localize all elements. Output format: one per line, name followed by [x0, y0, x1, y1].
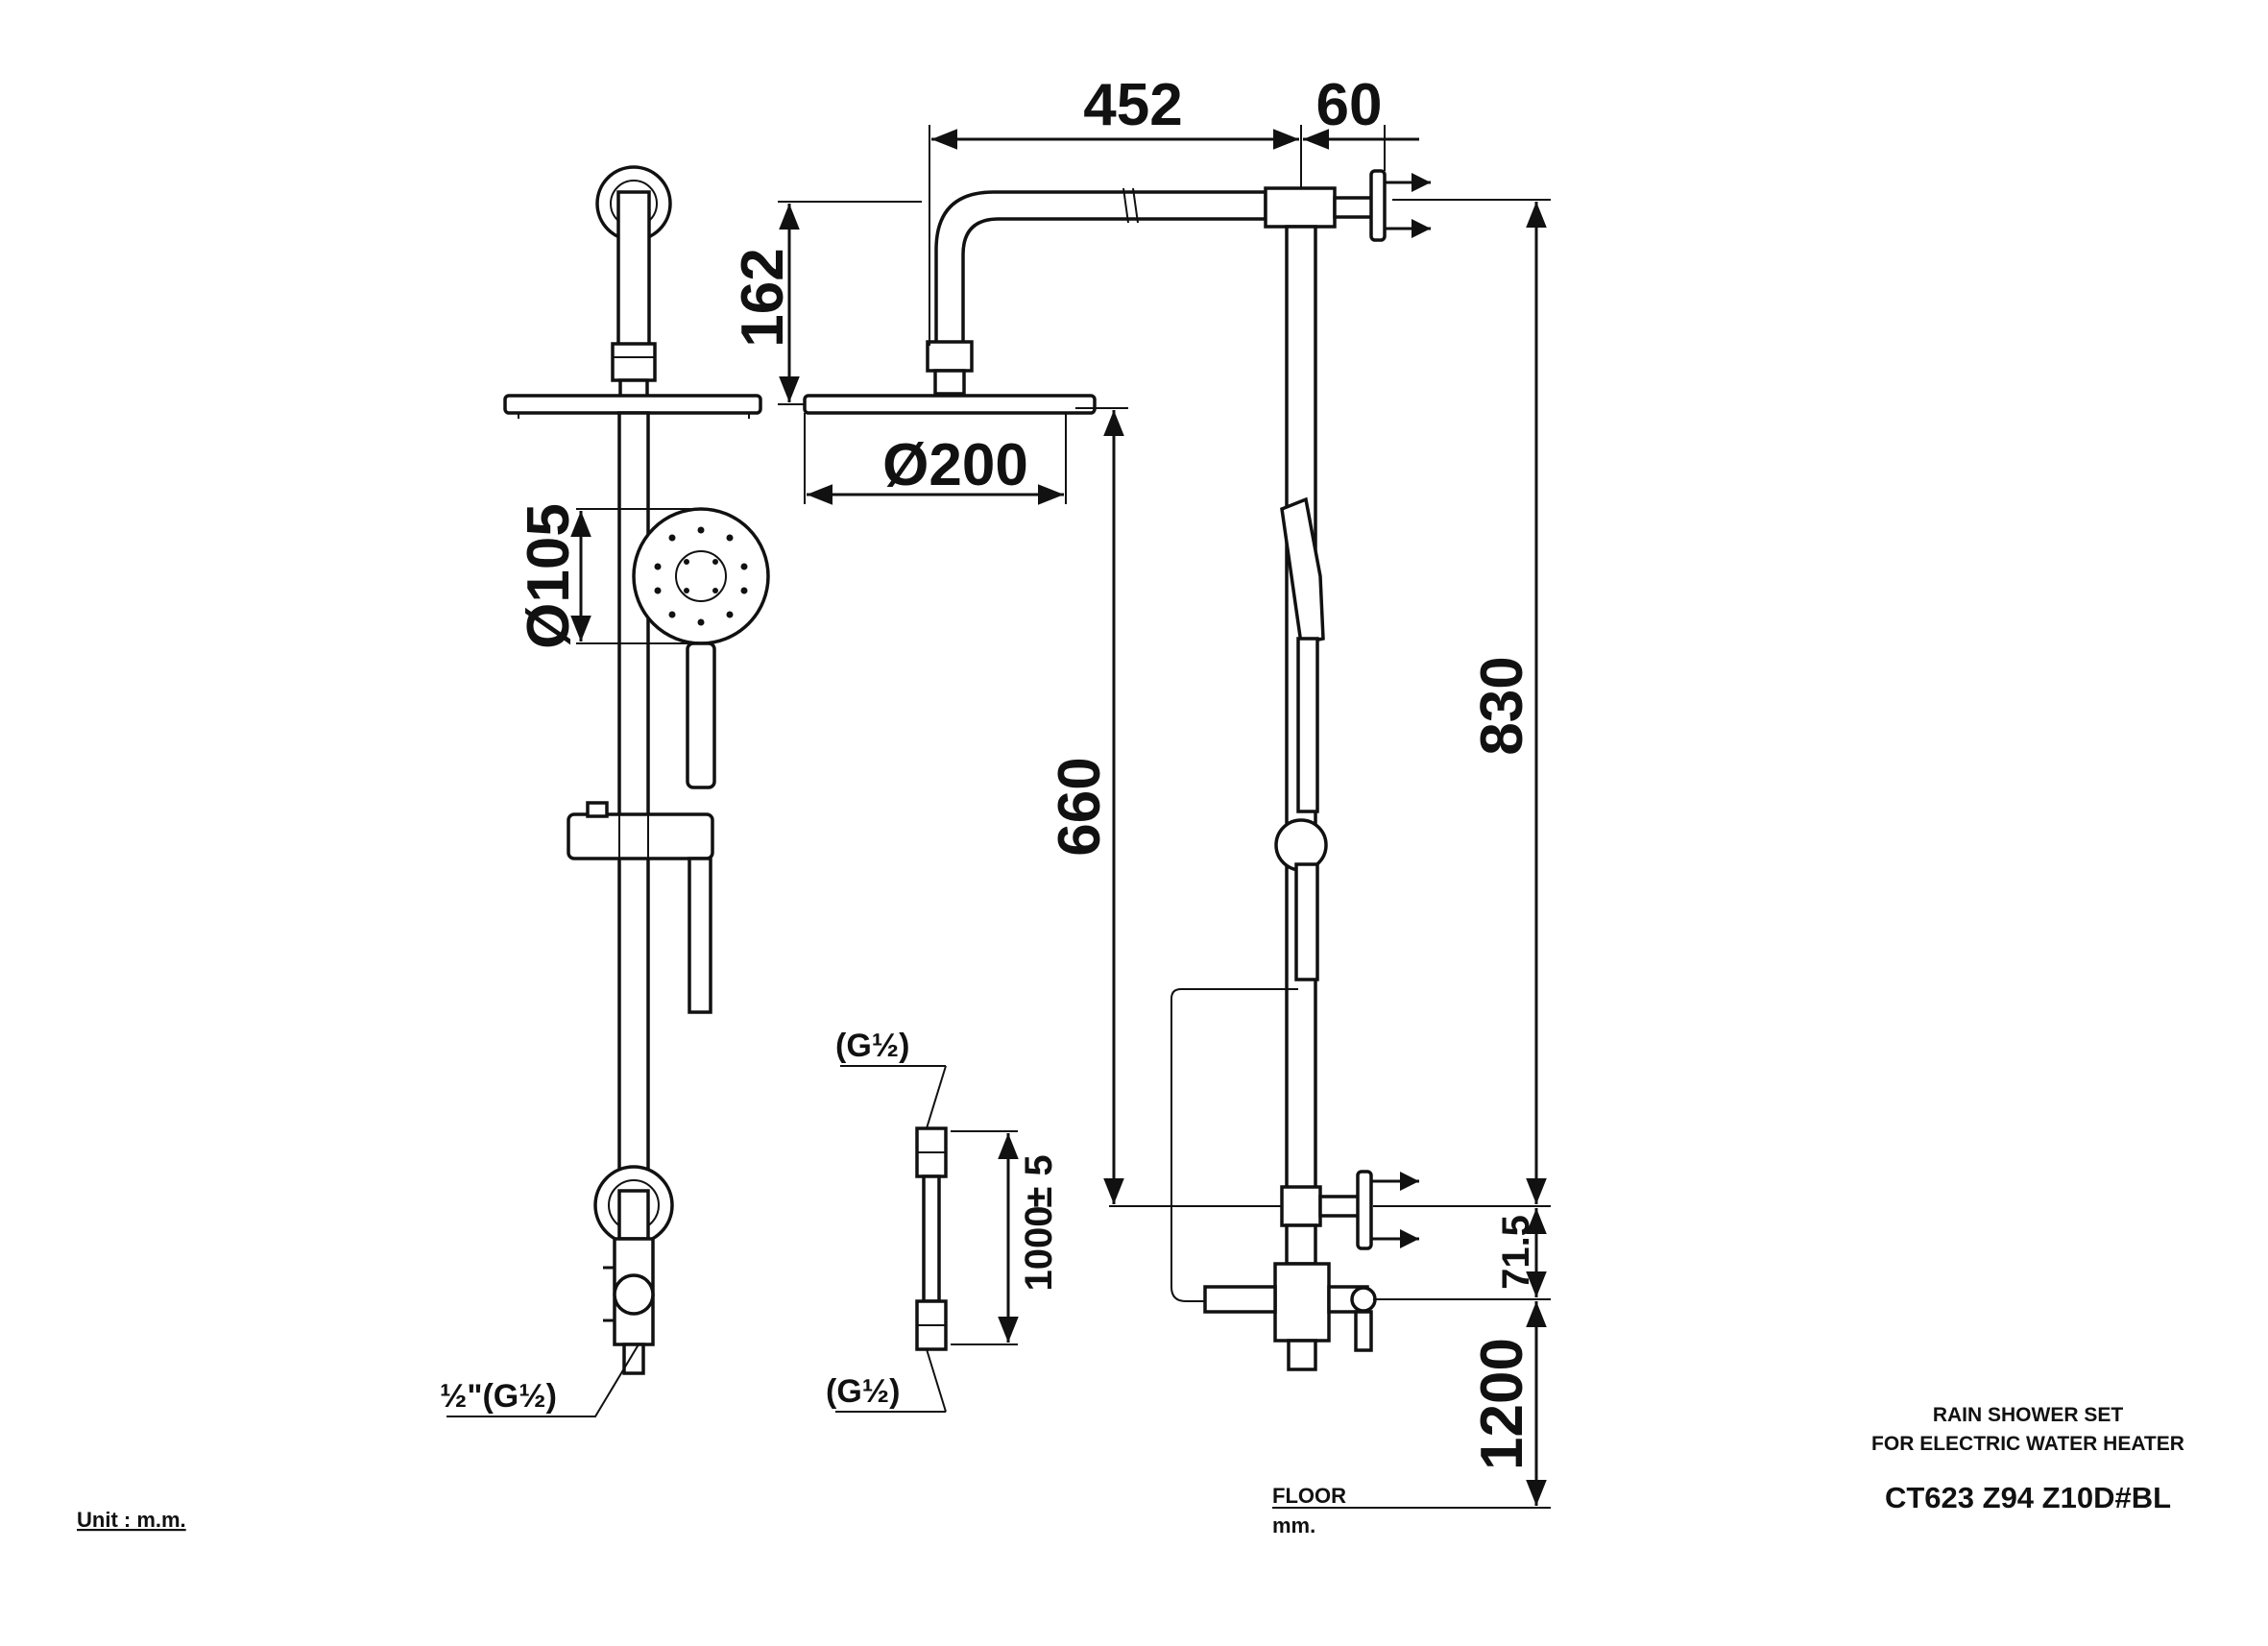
dim-hand-shower — [570, 508, 691, 644]
hose-down — [688, 857, 712, 1014]
dim-head-diameter — [804, 413, 1067, 505]
top-tee — [1264, 186, 1337, 229]
hose-top-thread: (G½) — [835, 1028, 909, 1064]
front-view — [446, 165, 770, 1417]
dim-arm-length — [929, 125, 1419, 346]
hose-bottom-thread: (G½) — [826, 1373, 900, 1410]
floor-unit-label: mm. — [1272, 1513, 1315, 1537]
unit-note: Unit : m.m. — [77, 1508, 186, 1532]
model-number: CT623 Z94 Z10D#BL — [1885, 1481, 2171, 1514]
inlet-connector — [622, 1343, 645, 1375]
title-line-2: FOR ELECTRIC WATER HEATER — [1871, 1433, 2184, 1455]
dim-bar-height — [1075, 407, 1282, 1207]
lower-screws-icon — [1371, 1172, 1419, 1248]
hose-view — [835, 1065, 1019, 1413]
floor-label: FLOOR — [1272, 1484, 1346, 1508]
rain-head — [803, 394, 1097, 415]
side-view — [803, 169, 1431, 1371]
hose-body — [922, 1174, 941, 1303]
upper-pipe — [616, 190, 651, 348]
head-nut — [611, 342, 657, 382]
inlet-offset-dim: 71.5 — [1495, 1215, 1537, 1290]
hose-loop — [1170, 988, 1298, 1302]
side-slide-holder — [1274, 818, 1328, 872]
dim-arm-drop — [778, 201, 922, 405]
arm-drop-dim: 162 — [730, 248, 796, 347]
hand-shower-center-ring — [675, 550, 727, 602]
floor-height-dim: 1200 — [1469, 1338, 1535, 1470]
inlet-thread-label: ½"(G½) — [440, 1378, 557, 1415]
hand-shower-side — [1280, 496, 1325, 646]
overall-height-dim: 830 — [1469, 656, 1535, 755]
dim-overall-height — [1272, 199, 1551, 1509]
hose-length: 1000 — [1018, 1206, 1060, 1292]
arm-length-dim: 452 — [1083, 72, 1182, 138]
rain-head-side — [503, 394, 762, 415]
shower-arm — [934, 190, 1267, 400]
side-valve-body — [1273, 1262, 1331, 1343]
head-diameter-dim: Ø200 — [882, 432, 1028, 498]
hand-shower-diameter: Ø105 — [516, 503, 582, 649]
top-wall-flange — [1369, 169, 1387, 242]
side-valve-outlet — [1203, 1285, 1277, 1314]
title-line-1: RAIN SHOWER SET — [1933, 1404, 2124, 1426]
slide-holder — [567, 812, 714, 860]
arm-nut — [926, 340, 974, 373]
hose-tolerance: ± 5 — [1018, 1154, 1060, 1207]
top-screws-icon — [1385, 173, 1431, 238]
wall-offset-dim: 60 — [1316, 72, 1383, 138]
hand-shower-handle — [686, 641, 716, 789]
hand-shower-nozzles — [654, 526, 748, 626]
bar-height-dim: 660 — [1047, 757, 1113, 856]
lower-wall-flange — [1356, 1170, 1373, 1250]
diverter-knob — [613, 1273, 655, 1316]
lower-tee — [1280, 1185, 1322, 1227]
